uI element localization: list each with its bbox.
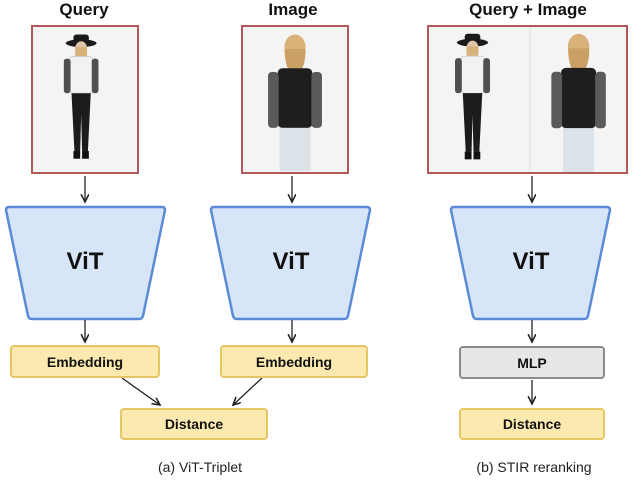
header-image: Image <box>268 0 318 19</box>
candidate-photo <box>241 25 349 174</box>
vit-label-left: ViT <box>66 248 104 275</box>
combined-figure <box>455 27 606 172</box>
mlp-box: MLP <box>459 346 605 379</box>
vit-encoder-right <box>449 205 612 321</box>
caption-stir-reranking: (b) STIR reranking <box>476 459 592 475</box>
arrow-embedding-left-to-distance <box>121 377 160 405</box>
header-query-image: Query + Image <box>469 0 587 19</box>
vit-encoder-middle <box>209 205 372 321</box>
arrow-embedding-right-to-distance <box>233 377 263 405</box>
distance-box-left: Distance <box>120 408 268 440</box>
header-query: Query <box>59 0 109 19</box>
distance-box-right: Distance <box>459 408 605 440</box>
query-image-photo <box>427 25 628 174</box>
vit-label-middle: ViT <box>272 248 310 275</box>
caption-vit-triplet: (a) ViT-Triplet <box>157 459 242 475</box>
model-back-figure <box>268 34 322 172</box>
vit-encoder-left <box>4 205 167 321</box>
vit-label-right: ViT <box>512 248 550 275</box>
query-photo <box>31 25 139 174</box>
model-front-figure <box>63 34 99 159</box>
embedding-box-left: Embedding <box>10 345 160 378</box>
embedding-box-right: Embedding <box>220 345 368 378</box>
